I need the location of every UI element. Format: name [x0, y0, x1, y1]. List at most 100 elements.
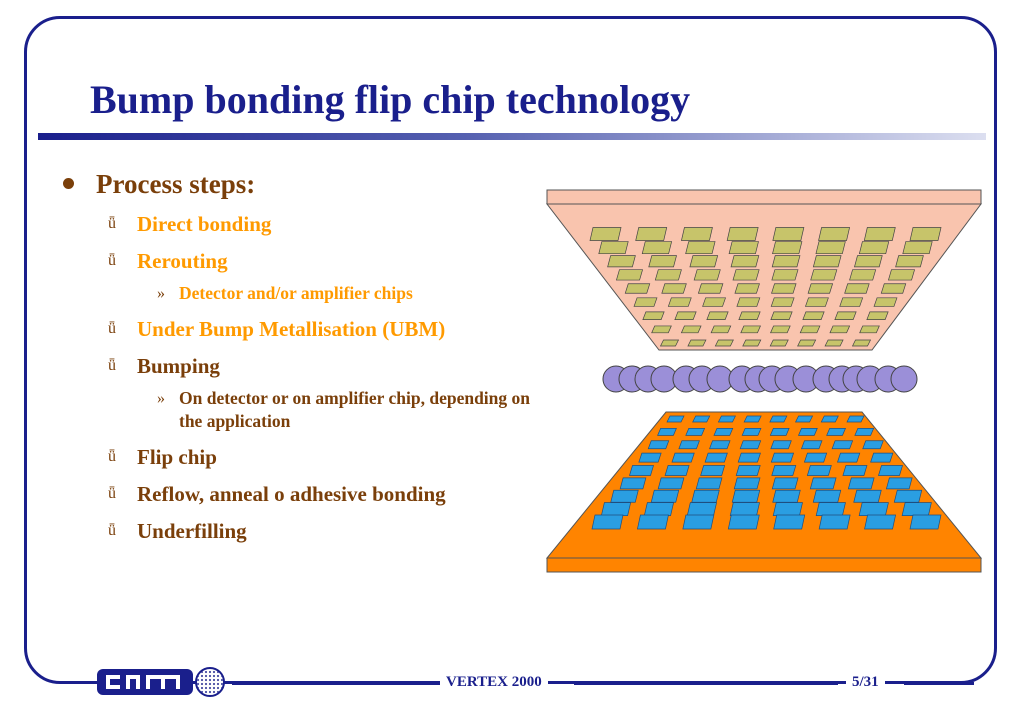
bottom-bond-pad [709, 440, 731, 450]
bottom-bond-pad [854, 428, 875, 436]
top-bond-pad [863, 227, 896, 241]
top-bond-pad [607, 255, 636, 268]
bottom-chip-edge [546, 557, 982, 573]
top-bond-pad [797, 339, 817, 347]
top-bond-pad [674, 311, 697, 320]
top-bond-pad [771, 283, 797, 294]
bottom-bond-pad [733, 477, 761, 490]
top-bond-pad [714, 339, 734, 347]
top-bond-pad [799, 325, 821, 334]
down-arrow-bullet-icon: ǖ [108, 252, 116, 269]
top-bond-pad [770, 325, 791, 334]
bottom-bond-pad [600, 502, 632, 516]
top-bond-pad [849, 269, 877, 281]
list-item: »On detector or on amplifier chip, depen… [60, 387, 540, 433]
top-bond-pad [706, 311, 729, 320]
list-item-text: Under Bump Metallisation (UBM) [137, 317, 446, 341]
bottom-bond-pad [704, 452, 728, 463]
bottom-bond-pad [737, 452, 761, 463]
bottom-chip-surface [545, 411, 983, 559]
bottom-bond-pad [610, 489, 639, 503]
top-bond-pad [667, 297, 692, 307]
bottom-bond-pad [686, 502, 717, 516]
bottom-bond-pad [809, 477, 837, 490]
top-bond-pad [859, 325, 880, 334]
bottom-bond-pad [893, 489, 923, 503]
top-bond-pad [807, 283, 834, 294]
bottom-bond-pad [692, 415, 711, 423]
bottom-bond-pad [878, 465, 903, 476]
top-bond-pad [824, 339, 844, 347]
top-bond-pad [726, 227, 759, 241]
title-underline-bar [38, 133, 986, 140]
top-bond-pad [740, 325, 761, 334]
top-bond-pad [810, 269, 838, 281]
bottom-bond-pad [771, 477, 799, 490]
down-arrow-bullet-icon: ǖ [108, 522, 116, 539]
top-bond-pad [880, 283, 907, 294]
bottom-bond-pad [735, 465, 761, 476]
bottom-bond-pad [818, 514, 851, 530]
top-bond-pad [659, 339, 680, 347]
top-bond-pad [689, 255, 719, 268]
down-arrow-bullet-icon: ǖ [108, 485, 116, 502]
bottom-bond-pad [729, 502, 760, 516]
top-bond-pad [873, 297, 898, 307]
bottom-bond-pad [820, 415, 839, 423]
footer-conference: VERTEX 2000 [440, 674, 548, 691]
solder-bump [890, 365, 918, 393]
top-bond-pad [641, 241, 673, 255]
bottom-bond-pad [806, 465, 832, 476]
bottom-bond-pad [870, 452, 894, 463]
cnm-logo [97, 667, 225, 697]
bottom-bond-pad [727, 514, 760, 530]
top-bond-pad [697, 283, 724, 294]
bottom-bond-pad [770, 452, 795, 463]
top-bond-pad [661, 283, 687, 294]
list-item-text: Rerouting [137, 249, 228, 273]
footer-rule-middle [574, 682, 838, 685]
bottom-bond-pad [691, 489, 720, 503]
top-bond-pad [615, 269, 644, 281]
bottom-bond-pad [800, 440, 823, 450]
bottom-bond-pad [797, 428, 818, 436]
top-bond-pad [680, 227, 713, 241]
bottom-bond-pad [862, 440, 884, 450]
top-bond-pad [651, 325, 672, 334]
list-item-text: Flip chip [137, 445, 217, 469]
list-item: Process steps: [60, 168, 540, 200]
top-bond-pad [730, 255, 760, 268]
top-bond-pad [624, 283, 651, 294]
bottom-bond-pad [739, 440, 762, 450]
top-bond-pad [742, 339, 762, 347]
top-bond-pad [642, 311, 665, 320]
bottom-bond-pad [666, 415, 685, 423]
bottom-bond-pad [858, 502, 889, 516]
double-chevron-bullet-icon: » [157, 285, 165, 302]
bottom-bond-pad [741, 428, 762, 436]
top-bond-pad [815, 241, 846, 255]
bottom-bond-pad [647, 440, 670, 450]
top-bond-pad [589, 227, 622, 241]
top-bond-pad [887, 269, 916, 281]
top-bond-pad [771, 255, 801, 268]
top-chip-surface [545, 203, 982, 351]
top-bond-pad [769, 339, 789, 347]
top-bond-pad [728, 241, 759, 255]
bottom-bond-pad [591, 514, 624, 530]
slide-title: Bump bonding flip chip technology [90, 77, 691, 122]
down-arrow-bullet-icon: ǖ [108, 357, 116, 374]
top-bond-pad [710, 325, 732, 334]
list-item-text: Bumping [137, 354, 220, 378]
bottom-bond-pad [846, 415, 865, 423]
down-arrow-bullet-icon: ǖ [108, 215, 116, 232]
double-chevron-bullet-icon: » [157, 390, 165, 407]
bottom-bond-pad [815, 502, 846, 516]
bottom-bond-pad [643, 502, 675, 516]
top-bond-pad [736, 297, 761, 307]
top-bond-pad [902, 241, 933, 255]
bottom-bond-pad [695, 477, 723, 490]
